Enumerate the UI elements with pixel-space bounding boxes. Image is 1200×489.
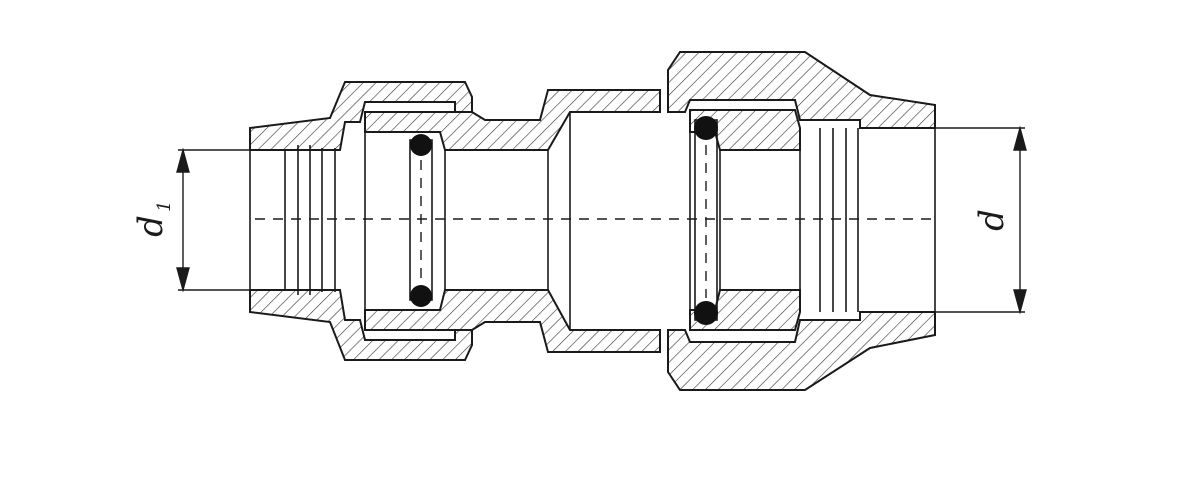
dimension-d1	[176, 147, 250, 293]
dimension-label-d: d	[972, 209, 1012, 231]
grip-ridges	[249, 112, 936, 330]
body-left-bottom	[364, 289, 661, 353]
left-nut-bottom	[249, 289, 473, 361]
label-d1-subscript: 1	[154, 201, 175, 212]
o-rings	[410, 116, 718, 325]
o-ring-left-bottom	[410, 285, 432, 307]
o-ring-right-bottom	[694, 301, 718, 325]
dimension-d	[935, 125, 1027, 315]
label-d1-main: d	[131, 215, 171, 237]
dimension-label-d1: d 1	[131, 201, 175, 237]
o-ring-right-top	[694, 116, 718, 140]
centerlines	[255, 145, 935, 298]
body-left-top	[364, 89, 661, 151]
right-nut-top	[667, 51, 936, 129]
label-d-main: d	[972, 209, 1012, 231]
o-ring-left-top	[410, 134, 432, 156]
right-nut-bottom	[667, 311, 936, 391]
left-nut-top	[249, 81, 473, 151]
